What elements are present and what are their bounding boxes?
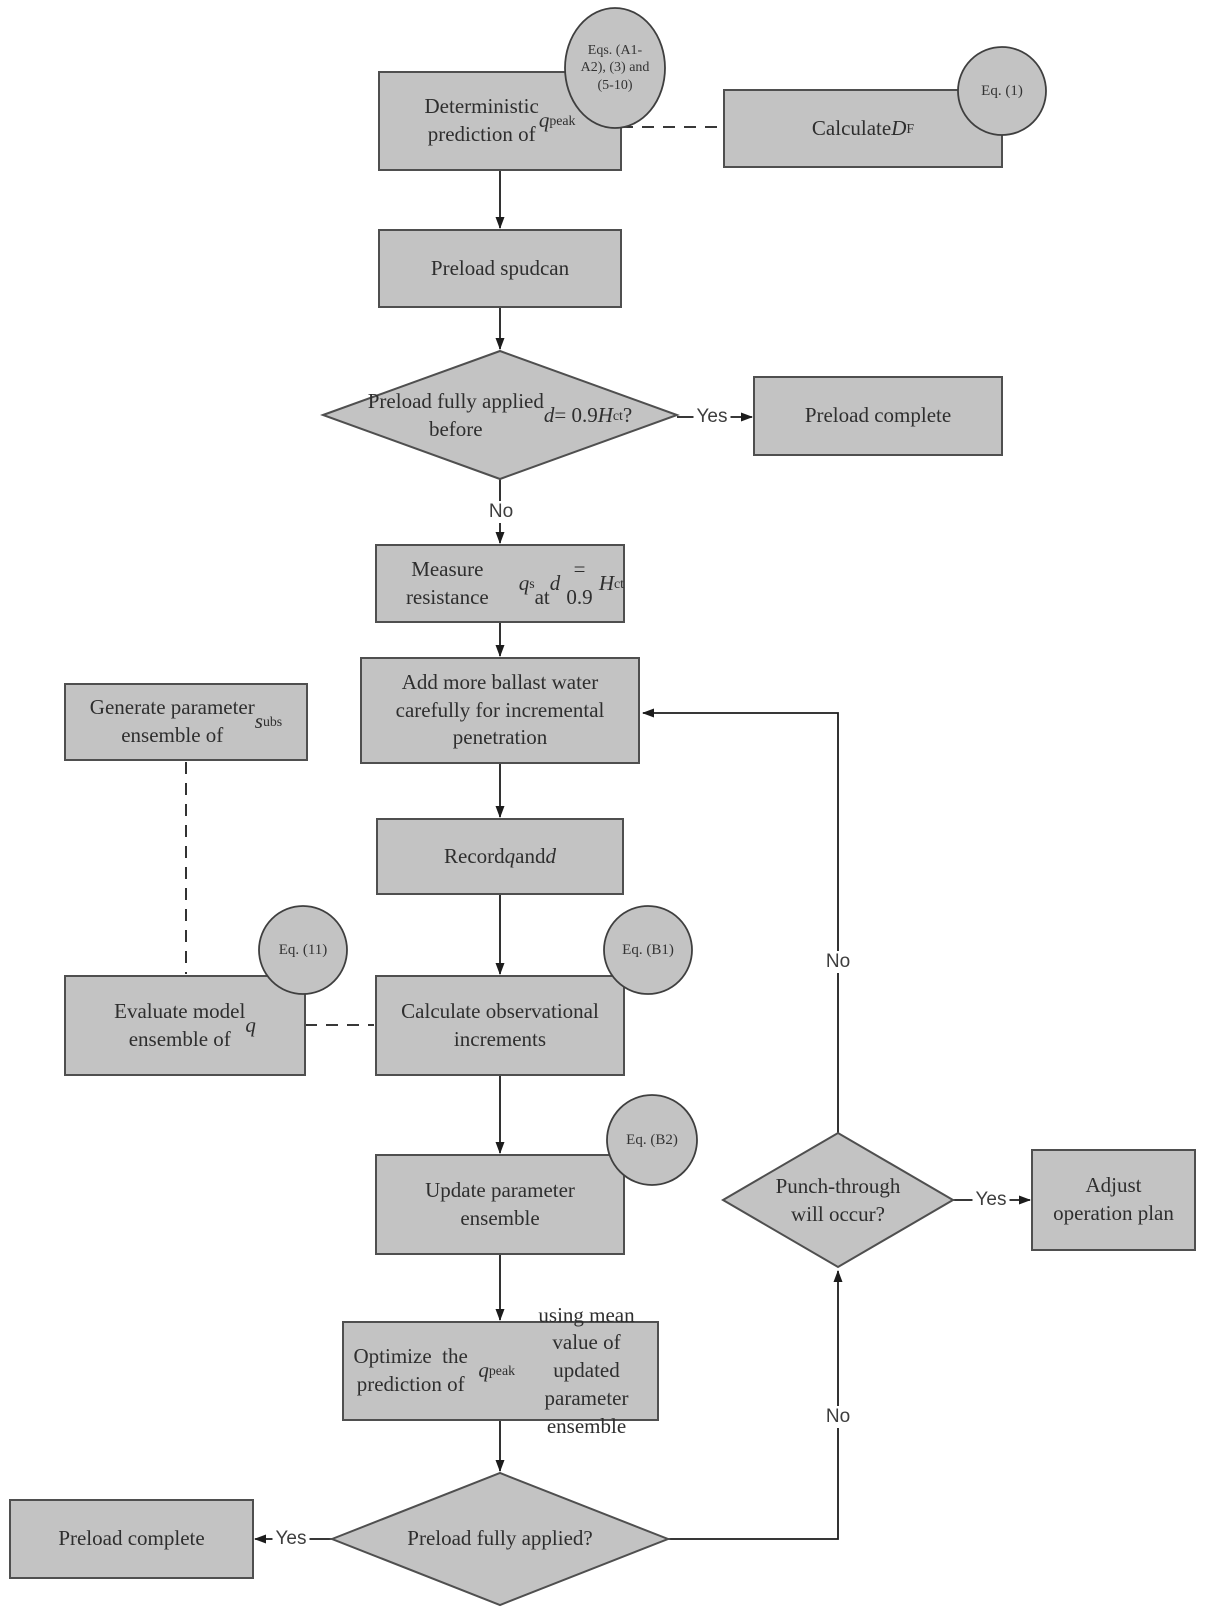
decision-diamond-preload-before — [320, 349, 680, 481]
process-box-preload-complete-top — [753, 376, 1003, 456]
process-box-ballast — [360, 657, 640, 764]
process-box-preload-complete-bottom — [9, 1499, 254, 1579]
connector-lines — [185, 126, 1031, 1544]
process-box-generate — [64, 683, 308, 761]
eq-circle-eq1 — [957, 46, 1047, 136]
process-boxes — [9, 71, 1196, 1579]
process-box-measure — [375, 544, 625, 623]
eq-circle-eqB2 — [606, 1094, 698, 1186]
process-box-calc-df — [723, 89, 1003, 168]
decision-diamonds — [320, 349, 955, 1607]
process-box-calc-obs — [375, 975, 625, 1076]
process-box-update — [375, 1154, 625, 1255]
process-box-adjust — [1031, 1149, 1196, 1251]
decision-diamond-preload-full — [329, 1471, 671, 1607]
process-box-optimize — [342, 1321, 659, 1421]
eq-annotation-circles — [258, 7, 1047, 1186]
eq-circle-eqB1 — [603, 905, 693, 995]
process-box-evaluate — [64, 975, 306, 1076]
process-box-record — [376, 818, 624, 895]
decision-diamond-punch-through — [721, 1131, 955, 1269]
eq-circle-eq11 — [258, 905, 348, 995]
process-box-spudcan — [378, 229, 622, 308]
eq-circle-eqs-top — [564, 7, 666, 129]
